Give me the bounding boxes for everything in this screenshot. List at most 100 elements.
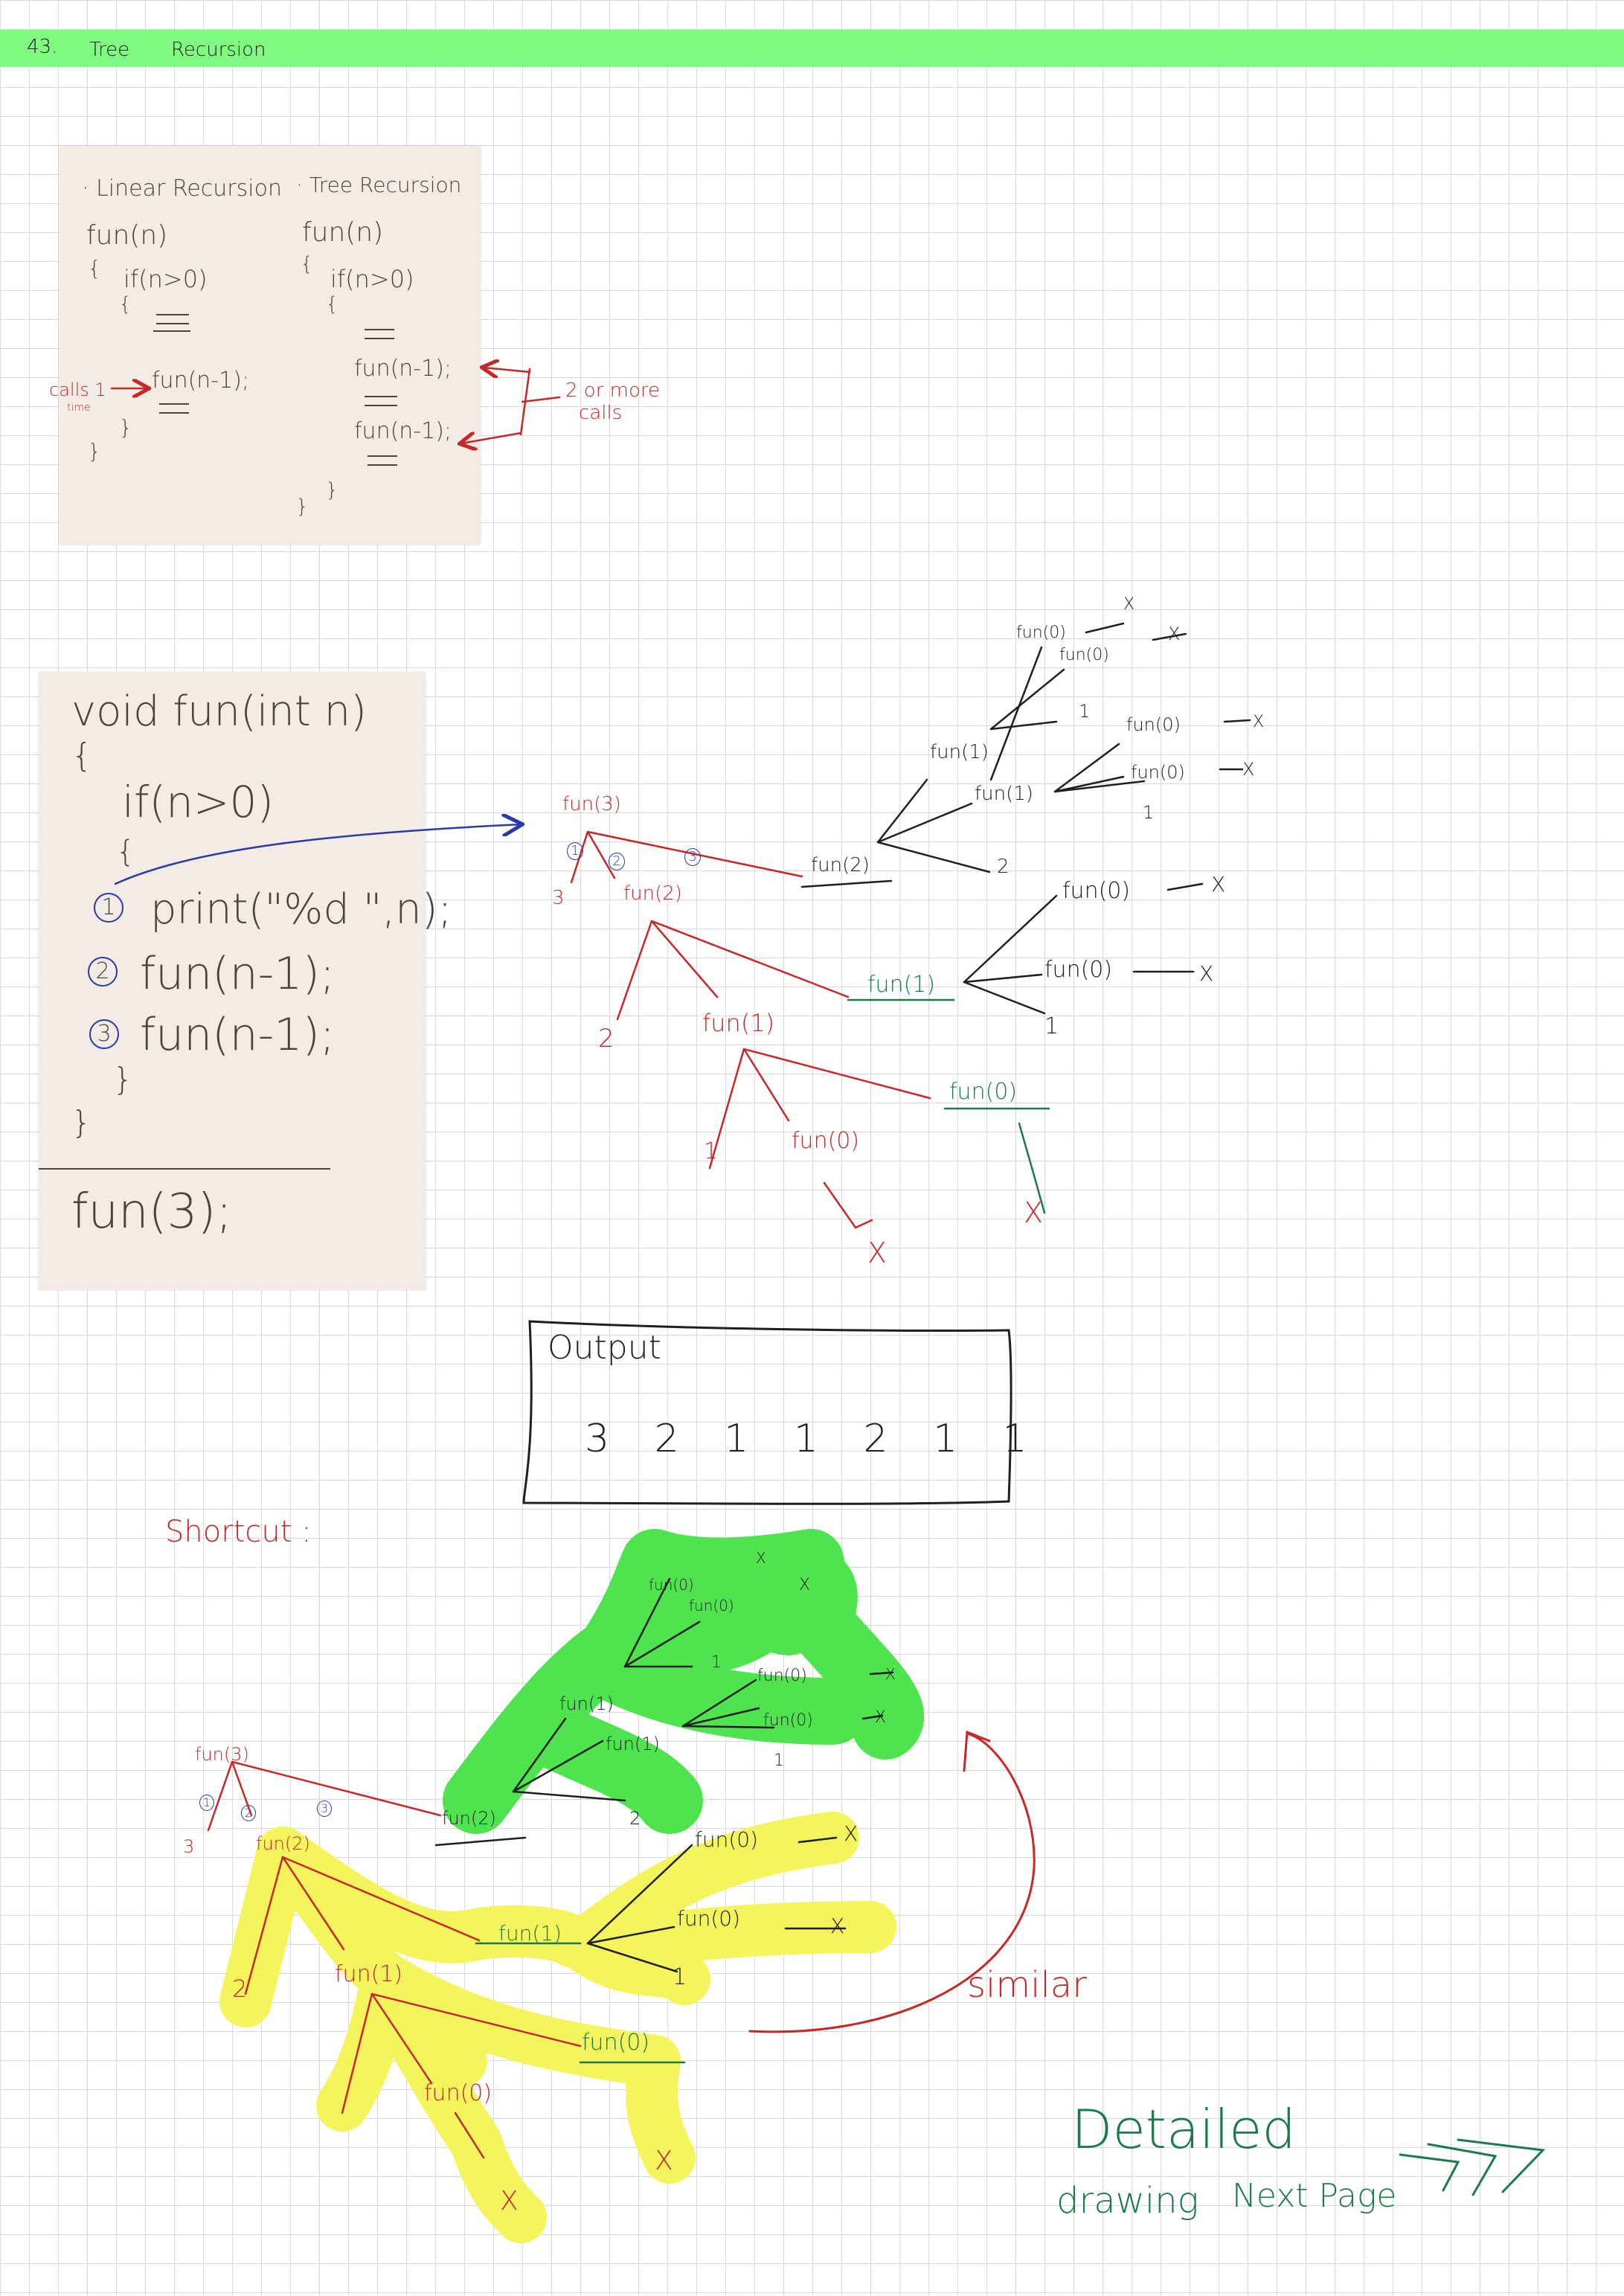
title-bar — [0, 30, 1624, 67]
next-page-arrows — [1399, 2138, 1546, 2196]
more-calls-label-2: calls — [579, 402, 623, 424]
sc-one-b1: 1 — [711, 1653, 722, 1672]
print-1: 1 — [704, 1138, 719, 1164]
sc-branch-1: 1 — [199, 1795, 214, 1811]
node-fun0-red: fun(0) — [792, 1128, 860, 1154]
sc-node-fun0-b4: fun(0) — [763, 1711, 813, 1730]
step-2-marker: 2 — [88, 957, 118, 987]
tree-fun: fun(n) — [302, 217, 384, 248]
x-g1: X — [1211, 872, 1226, 897]
node-fun0-b1: fun(0) — [1016, 623, 1066, 642]
sc-one-b2: 1 — [774, 1751, 784, 1770]
code-line-4: { — [116, 835, 135, 869]
sc-node-fun1: fun(1) — [335, 1961, 403, 1987]
sc-x-b1: X — [756, 1549, 766, 1567]
tree-if: if(n>0) — [330, 265, 414, 293]
sc-node-fun0: fun(0) — [424, 2080, 492, 2106]
sc-print-2: 2 — [232, 1975, 248, 2003]
node-fun1-green: fun(1) — [867, 972, 936, 998]
tree-green-lines — [847, 998, 1050, 1214]
sc-node-fun2: fun(2) — [256, 1833, 310, 1854]
linear-brace: { — [88, 256, 101, 280]
sc-x-b2: X — [799, 1576, 811, 1594]
tree-dots-3 — [368, 455, 397, 466]
tree-close-1: } — [326, 479, 338, 501]
code-separator — [39, 1168, 330, 1170]
code-to-tree-arrow — [114, 824, 521, 885]
code-close-inner: } — [113, 1061, 133, 1097]
more-calls-bracket — [519, 368, 561, 436]
sc-x-b4: X — [875, 1708, 887, 1727]
sc-node-fun1-top: fun(1) — [559, 1693, 614, 1714]
sc-print-3: 3 — [183, 1836, 195, 1857]
more-calls-arrow-1 — [484, 368, 531, 372]
tree-heading: · Tree Recursion — [296, 173, 462, 197]
terminate-x-1: X — [867, 1237, 888, 1269]
sc-x-g1: X — [844, 1821, 858, 1846]
linear-call: fun(n-1); — [152, 368, 250, 394]
sc-two-b: 2 — [629, 1808, 641, 1829]
sc-x-b3: X — [885, 1665, 896, 1683]
shortcut-green-lines — [475, 1942, 686, 2064]
detailed-label: Detailed — [1071, 2098, 1297, 2161]
tree-close-2: } — [296, 496, 309, 518]
x-b2: X — [1168, 623, 1181, 644]
linear-heading: · Linear Recursion — [82, 176, 282, 202]
node-fun0-b4: fun(0) — [1131, 762, 1185, 783]
branch-1-marker: 1 — [567, 842, 583, 860]
code-call-2: fun(n-1); — [140, 1009, 336, 1061]
sc-x-1: X — [500, 2186, 519, 2216]
note-number: 43. — [27, 36, 58, 58]
calls-one-label: calls 1 — [49, 379, 106, 400]
step-1-marker: 1 — [94, 893, 123, 923]
two-b: 2 — [997, 856, 1010, 878]
node-fun0-g2: fun(0) — [1044, 957, 1113, 983]
tree-dots-2 — [365, 396, 397, 406]
print-2: 2 — [598, 1024, 614, 1054]
print-3: 3 — [552, 887, 565, 909]
node-fun2-red: fun(2) — [623, 882, 682, 905]
sc-node-fun0-green: fun(0) — [582, 2030, 650, 2056]
shortcut-black-lines — [434, 1577, 894, 1973]
x-g2: X — [1199, 961, 1214, 986]
similar-arrow — [748, 1730, 1036, 2033]
sc-node-fun0-b3: fun(0) — [757, 1667, 807, 1685]
one-g: 1 — [1044, 1013, 1059, 1039]
linear-dots-3 — [159, 403, 189, 414]
linear-close-1: } — [119, 415, 132, 440]
code-call-1: fun(n-1); — [140, 948, 336, 1000]
code-print: print("%d ",n); — [150, 885, 452, 934]
step-3-marker: 3 — [89, 1019, 119, 1049]
output-values: 3 2 1 1 2 1 1 — [585, 1417, 1044, 1461]
node-fun0-green: fun(0) — [949, 1079, 1018, 1105]
more-calls-label: 2 or more — [565, 379, 661, 402]
sc-node-fun1-green: fun(1) — [498, 1921, 562, 1946]
drawing-label: drawing — [1056, 2180, 1199, 2222]
node-fun1-b-top: fun(1) — [930, 741, 989, 763]
sc-node-fun0-b1: fun(0) — [649, 1576, 694, 1594]
node-fun0-b3: fun(0) — [1126, 714, 1181, 735]
note-title-tree: Tree — [89, 39, 130, 61]
calls-one-label-2: time — [67, 402, 91, 414]
code-close-outer: } — [71, 1104, 92, 1141]
sc-branch-3: 3 — [317, 1800, 332, 1817]
sc-x-2: X — [655, 2146, 673, 2176]
photo-code: void fun(int n) { if(n>0) { 1 print("%d … — [39, 673, 452, 1290]
x-b1: X — [1123, 595, 1135, 614]
node-fun3: fun(3) — [562, 793, 621, 815]
sc-node-fun1-mid: fun(1) — [606, 1734, 660, 1754]
sc-node-fun0-g1: fun(0) — [695, 1827, 759, 1852]
linear-dots-1 — [156, 314, 189, 324]
linear-fun: fun(n) — [86, 220, 168, 251]
node-fun0-b2: fun(0) — [1059, 646, 1109, 664]
code-line-2: { — [71, 737, 92, 775]
node-fun2-black: fun(2) — [811, 854, 870, 876]
terminate-x-2: X — [1024, 1196, 1044, 1229]
more-calls-arrow-2 — [461, 433, 522, 443]
one-b1: 1 — [1079, 701, 1091, 722]
photo-linear-vs-tree: · Linear Recursion · Tree Recursion fun(… — [60, 146, 481, 545]
next-page-label: Next Page — [1232, 2177, 1397, 2215]
one-b2: 1 — [1143, 802, 1155, 823]
